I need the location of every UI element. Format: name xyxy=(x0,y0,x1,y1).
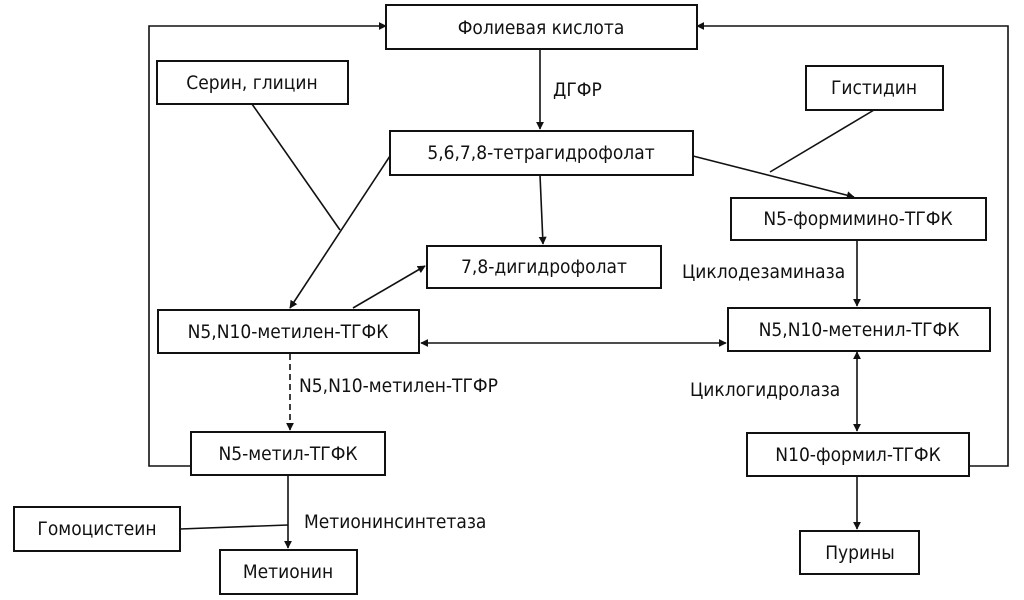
edges xyxy=(148,22,1009,549)
svg-text:N5,N10-метилен-ТГФК: N5,N10-метилен-ТГФК xyxy=(188,321,389,343)
edge-thf-to-methylene xyxy=(289,155,391,309)
edge-histidine-join xyxy=(769,109,875,173)
svg-text:5,6,7,8-тетрагидрофолат: 5,6,7,8-тетрагидрофолат xyxy=(427,142,654,164)
edge-methylene-to-dhf xyxy=(352,265,426,309)
label-methionine-synthase: Метионинсинтетаза xyxy=(304,511,486,533)
node-thf: 5,6,7,8-тетрагидрофолат xyxy=(389,130,694,176)
node-histidine: Гистидин xyxy=(805,65,944,111)
edge-homocysteine-join xyxy=(179,524,289,530)
label-cyclohydrolase: Циклогидролаза xyxy=(690,379,840,401)
label-cyclodeaminase: Циклодезаминаза xyxy=(682,261,845,283)
svg-text:Серин, глицин: Серин, глицин xyxy=(186,72,317,94)
node-formyl: N10-формил-ТГФК xyxy=(746,432,970,477)
svg-text:N5-формимино-ТГФК: N5-формимино-ТГФК xyxy=(763,208,952,230)
node-methionine: Метионин xyxy=(219,549,358,595)
svg-text:Гомоцистеин: Гомоцистеин xyxy=(37,518,156,540)
svg-text:7,8-дигидрофолат: 7,8-дигидрофолат xyxy=(461,256,627,278)
node-homocysteine: Гомоцистеин xyxy=(13,506,181,552)
svg-text:N5,N10-метенил-ТГФК: N5,N10-метенил-ТГФК xyxy=(759,319,960,341)
node-methylene: N5,N10-метилен-ТГФК xyxy=(157,309,420,354)
svg-text:Пурины: Пурины xyxy=(825,542,895,564)
svg-text:Фолиевая кислота: Фолиевая кислота xyxy=(458,17,625,39)
svg-text:N5-метил-ТГФК: N5-метил-ТГФК xyxy=(218,443,357,465)
edge-serine-join xyxy=(251,103,341,231)
node-dhf: 7,8-дигидрофолат xyxy=(426,245,662,289)
edge-thf-to-formimino xyxy=(692,155,855,200)
svg-text:Метионин: Метионин xyxy=(243,561,333,583)
node-purines: Пурины xyxy=(799,530,920,575)
edge-formyl-loop-to-folic xyxy=(696,22,1009,467)
node-serine-glycine: Серин, глицин xyxy=(156,60,349,105)
label-mthfr: N5,N10-метилен-ТГФР xyxy=(299,375,498,397)
svg-text:N10-формил-ТГФК: N10-формил-ТГФК xyxy=(775,444,940,466)
node-folic-acid: Фолиевая кислота xyxy=(385,4,698,50)
node-formimino: N5-формимино-ТГФК xyxy=(730,197,987,241)
node-methyl: N5-метил-ТГФК xyxy=(190,431,386,476)
edge-thf-to-dhf xyxy=(538,174,547,245)
edge-methyl-loop-to-folic xyxy=(148,22,387,467)
svg-text:Гистидин: Гистидин xyxy=(831,77,917,99)
edge-labels: ДГФР Циклодезаминаза N5,N10-метилен-ТГФР… xyxy=(299,79,845,533)
label-dhfr: ДГФР xyxy=(553,79,602,101)
node-methenyl: N5,N10-метенил-ТГФК xyxy=(727,307,991,352)
